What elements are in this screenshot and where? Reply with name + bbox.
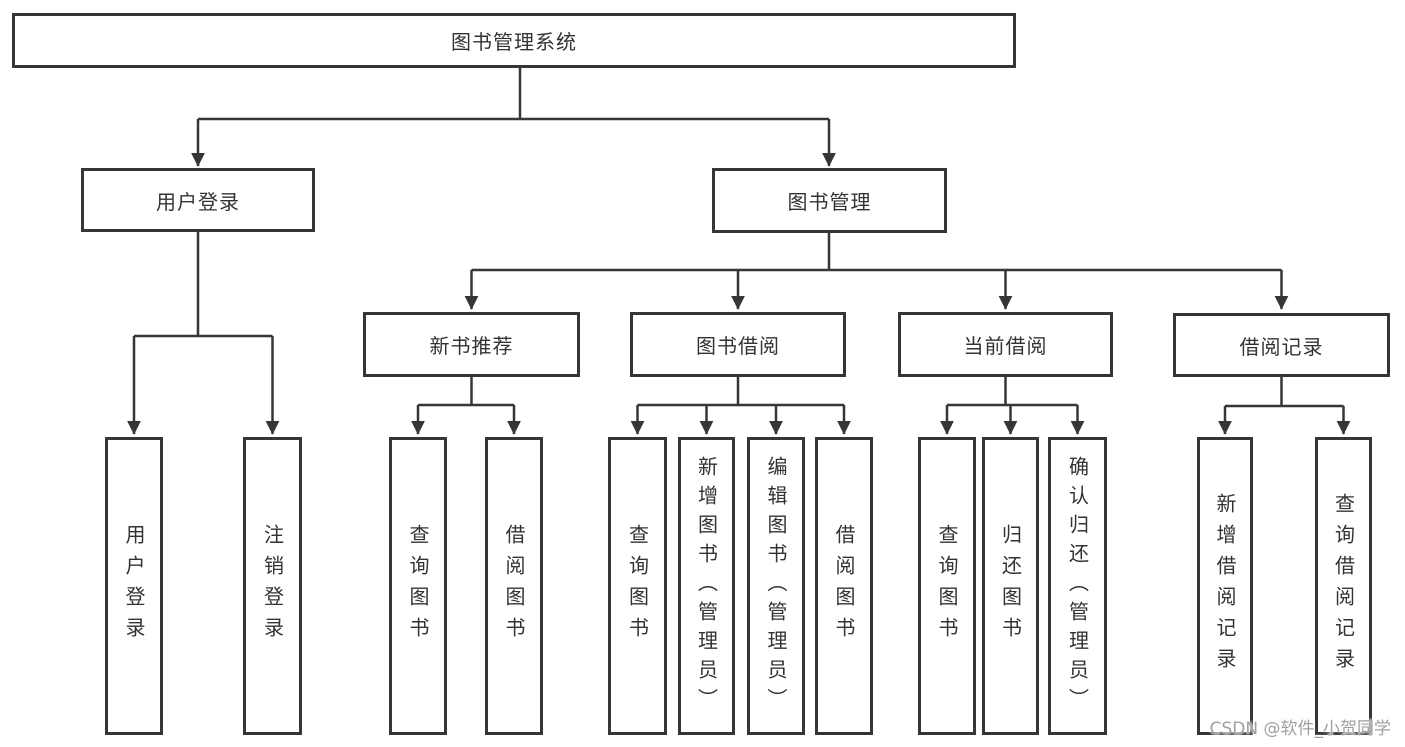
leaf-confirm-return-admin-label: 确认归还（管理员） [1065,455,1090,717]
leaf-query-books-1: 查询图书 [389,437,447,735]
leaf-user-login: 用户登录 [105,437,163,735]
leaf-borrow-books-2-label: 借阅图书 [832,524,856,648]
leaf-logout-label: 注销登录 [260,524,285,648]
leaf-query-books-2-label: 查询图书 [625,524,650,648]
node-user-login: 用户登录 [81,168,315,232]
leaf-query-books-3-label: 查询图书 [935,524,959,648]
leaf-query-borrow-record-label: 查询借阅记录 [1331,493,1356,679]
leaf-query-books-3: 查询图书 [918,437,976,735]
leaf-query-books-2: 查询图书 [608,437,667,735]
leaf-confirm-return-admin: 确认归还（管理员） [1048,437,1107,735]
node-book-borrowing: 图书借阅 [630,312,846,377]
leaf-edit-books-admin: 编辑图书（管理员） [747,437,805,735]
node-borrowing-records: 借阅记录 [1173,313,1390,377]
leaf-query-books-1-label: 查询图书 [406,524,430,648]
leaf-borrow-books-2: 借阅图书 [815,437,873,735]
node-current-borrowing: 当前借阅 [898,312,1113,377]
leaf-borrow-books-1-label: 借阅图书 [502,524,526,648]
node-book-management-label: 图书管理 [787,190,872,214]
leaf-return-books: 归还图书 [982,437,1039,735]
leaf-return-books-label: 归还图书 [998,524,1023,648]
node-library-system: 图书管理系统 [12,13,1016,68]
leaf-add-books-admin: 新增图书（管理员） [678,437,735,735]
node-current-borrowing-label: 当前借阅 [963,334,1048,358]
leaf-edit-books-admin-label: 编辑图书（管理员） [764,455,788,717]
leaf-user-login-label: 用户登录 [122,524,146,648]
csdn-watermark: CSDN @软件_小贺同学 [1209,719,1391,739]
node-borrowing-records-label: 借阅记录 [1239,334,1324,359]
node-book-borrowing-label: 图书借阅 [696,334,780,358]
node-new-book-recommend-label: 新书推荐 [429,334,514,358]
leaf-query-borrow-record: 查询借阅记录 [1315,437,1372,735]
leaf-add-borrow-record: 新增借阅记录 [1197,437,1253,735]
node-new-book-recommend: 新书推荐 [363,312,580,377]
node-book-management: 图书管理 [712,168,947,233]
leaf-add-books-admin-label: 新增图书（管理员） [694,455,719,717]
node-user-login-label: 用户登录 [156,189,240,214]
leaf-add-borrow-record-label: 新增借阅记录 [1213,493,1237,679]
leaf-logout: 注销登录 [243,437,302,735]
leaf-borrow-books-1: 借阅图书 [485,437,543,735]
node-library-system-label: 图书管理系统 [451,30,577,54]
